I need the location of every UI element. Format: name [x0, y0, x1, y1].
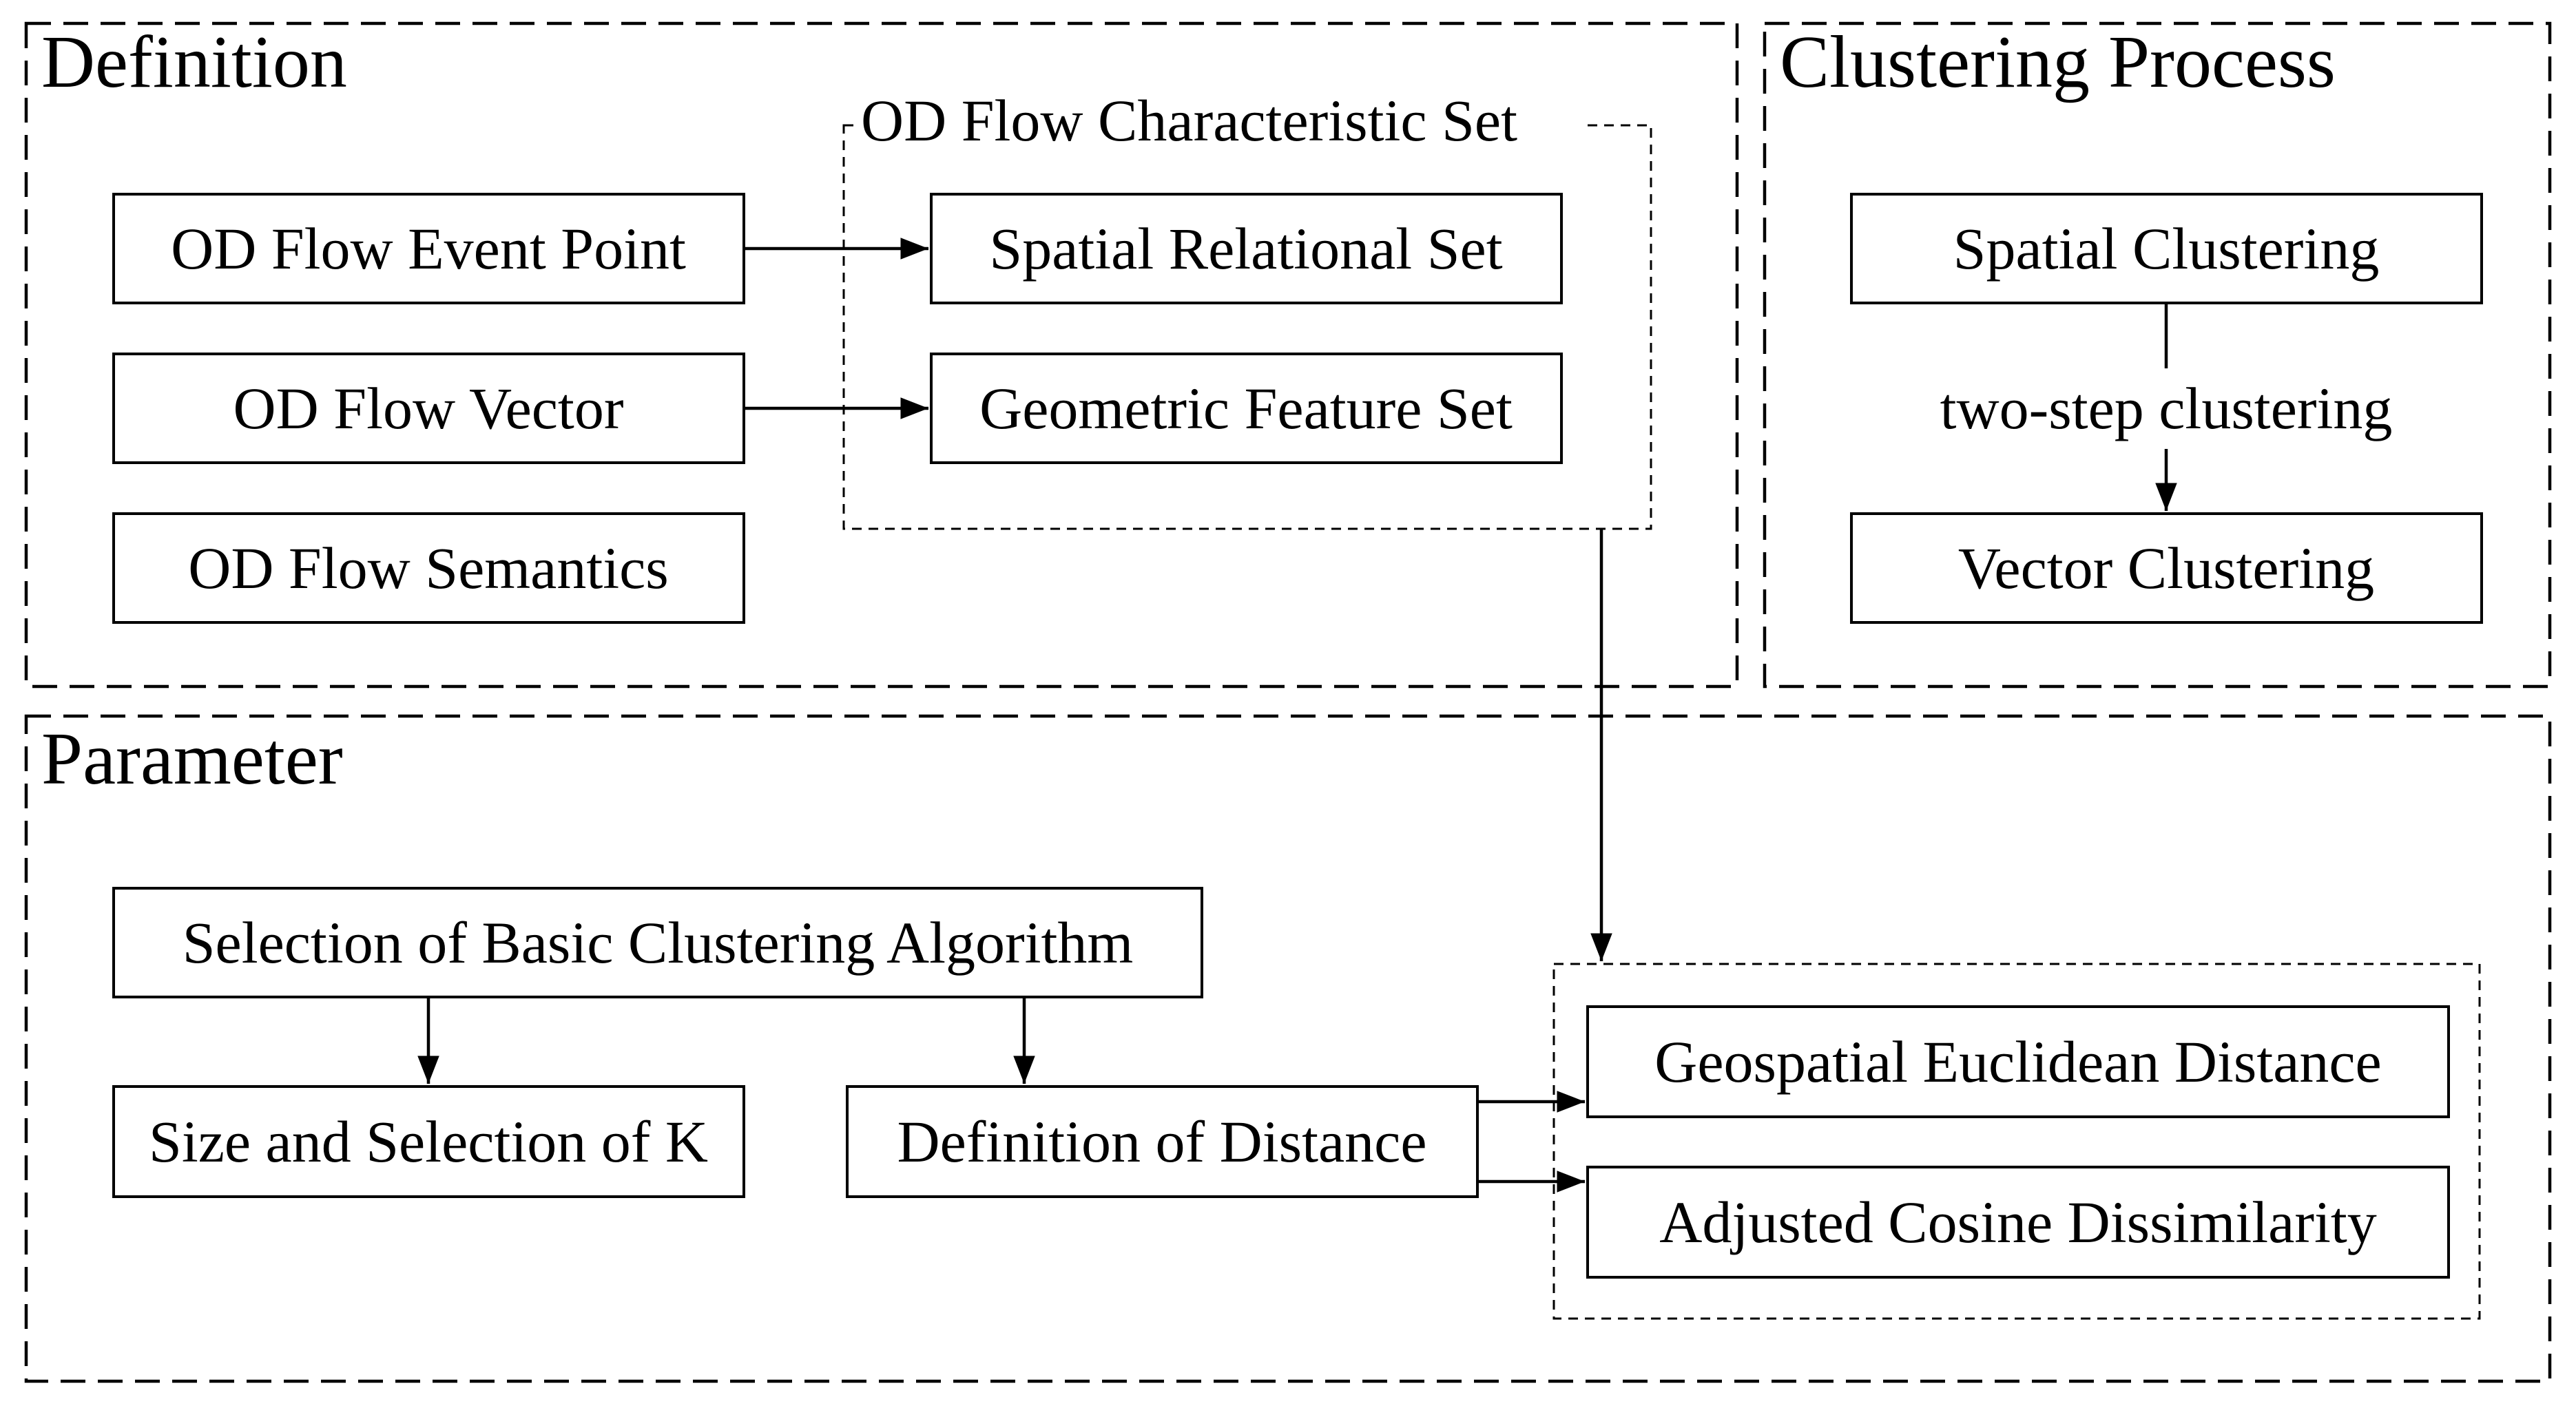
selection-basic-algorithm-box	[112, 887, 1203, 998]
adjusted-cosine-dissimilarity-box	[1586, 1166, 2450, 1279]
od-flow-semantics-label: OD Flow Semantics	[188, 535, 669, 601]
geospatial-euclidean-distance-label: Geospatial Euclidean Distance	[1654, 1029, 2381, 1095]
definition-section	[24, 21, 1739, 689]
parameter-section	[24, 714, 2552, 1383]
size-selection-k-box	[112, 1085, 745, 1198]
size-selection-k-label: Size and Selection of K	[149, 1109, 708, 1175]
vector-clustering-box	[1850, 512, 2483, 624]
od-flow-vector-label: OD Flow Vector	[233, 375, 624, 441]
distance-measures-group	[1552, 963, 2481, 1320]
parameter-section-title: Parameter	[41, 718, 343, 800]
spatial-relational-set-label: Spatial Relational Set	[989, 216, 1502, 282]
definition-of-distance-box	[846, 1085, 1479, 1198]
two-step-clustering-label: two-step clustering	[1940, 375, 2393, 441]
clustering-process-section	[1763, 21, 2552, 689]
geospatial-euclidean-distance-box	[1586, 1005, 2450, 1118]
spatial-clustering-box	[1850, 193, 2483, 304]
geometric-feature-set-box	[930, 353, 1563, 464]
od-flow-characteristic-set-title: OD Flow Characteristic Set	[861, 87, 1517, 154]
vector-clustering-label: Vector Clustering	[1958, 535, 2374, 601]
od-flow-event-point-label: OD Flow Event Point	[171, 216, 686, 282]
definition-of-distance-label: Definition of Distance	[897, 1109, 1426, 1175]
spatial-clustering-label: Spatial Clustering	[1953, 216, 2380, 282]
od-flow-event-point-box	[112, 193, 745, 304]
geometric-feature-set-label: Geometric Feature Set	[979, 375, 1513, 441]
definition-section-title: Definition	[41, 21, 347, 103]
od-flow-characteristic-set-title-bg	[854, 90, 1581, 158]
od-flow-characteristic-set-group	[842, 124, 1652, 530]
adjusted-cosine-dissimilarity-label: Adjusted Cosine Dissimilarity	[1659, 1189, 2377, 1255]
selection-basic-algorithm-label: Selection of Basic Clustering Algorithm	[183, 910, 1134, 976]
spatial-relational-set-box	[930, 193, 1563, 304]
clustering-process-section-title: Clustering Process	[1780, 21, 2336, 103]
od-flow-semantics-box	[112, 512, 745, 624]
